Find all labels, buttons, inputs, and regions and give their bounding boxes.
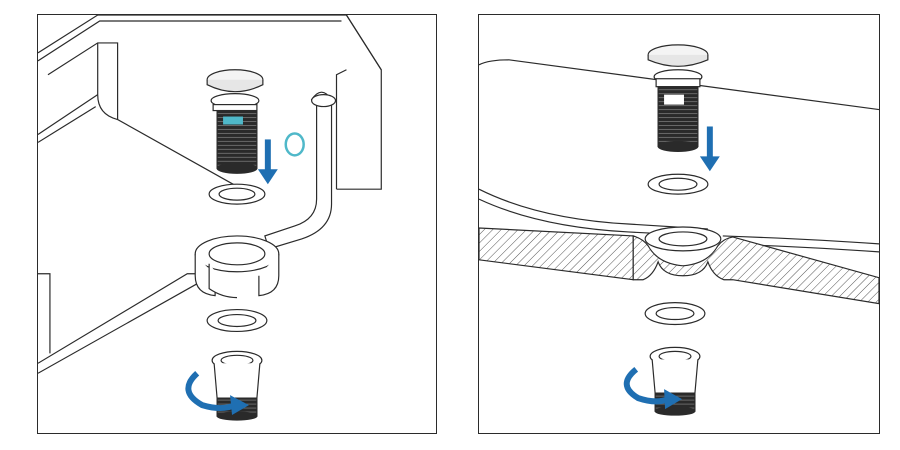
right-installation-panel — [478, 14, 880, 434]
right-illustration — [479, 44, 879, 416]
basin-cross-section — [479, 226, 879, 305]
popup-threaded-body — [657, 86, 699, 152]
upper-gasket — [208, 183, 266, 205]
left-illustration — [38, 15, 382, 421]
overflow-seal-ring — [284, 132, 305, 157]
insert-arrow-icon — [257, 139, 278, 185]
lower-gasket — [206, 308, 268, 333]
tighten-rotation-arrow-icon — [185, 371, 249, 416]
bottom-nut — [649, 346, 701, 416]
basin-body — [38, 15, 382, 374]
popup-threaded-body — [216, 109, 258, 174]
lower-gasket — [644, 302, 706, 326]
popup-cap — [647, 44, 709, 88]
overflow-channel — [264, 91, 337, 250]
insert-arrow-icon — [699, 126, 720, 172]
basin-drain-hole — [194, 235, 280, 299]
bottom-nut — [211, 350, 263, 421]
tighten-rotation-arrow-icon — [623, 366, 682, 410]
popup-cap — [206, 69, 264, 112]
left-installation-panel — [37, 14, 437, 434]
upper-gasket — [647, 173, 709, 195]
